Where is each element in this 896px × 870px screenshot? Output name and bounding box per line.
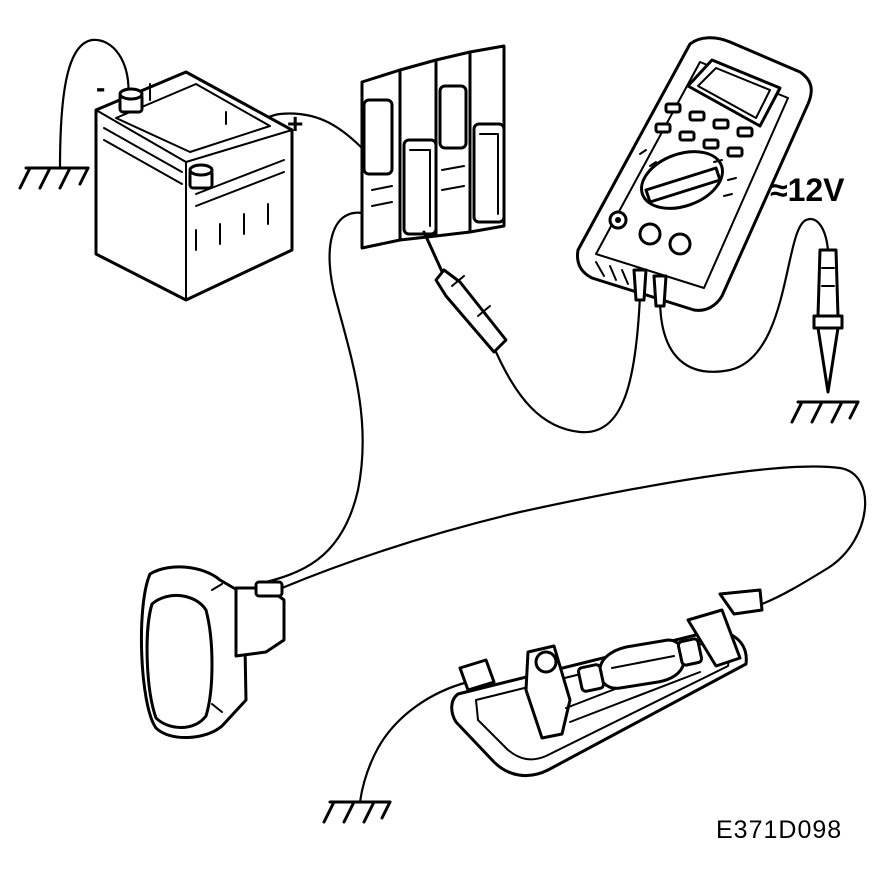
ground-symbol-icon [322,800,392,824]
battery-icon [94,70,294,302]
test-probe-icon [422,230,508,354]
bulb-icon [576,637,704,693]
battery-positive-label: + [287,108,304,139]
wires [58,38,867,804]
diagram-reference-code: E371D098 [716,816,843,844]
multimeter-buttons [654,102,754,158]
test-probe-icon [812,248,844,394]
fuse-box-icon [360,44,506,250]
battery-negative-label: - [96,72,106,103]
ground-symbol-icon [18,166,90,190]
ground-symbol-icon [790,400,860,424]
voltage-reading-label: ≈12V [770,172,845,208]
multimeter-icon [576,36,813,312]
multimeter-dial [640,150,724,210]
multimeter-jacks [608,210,692,256]
switch-icon [139,565,286,740]
